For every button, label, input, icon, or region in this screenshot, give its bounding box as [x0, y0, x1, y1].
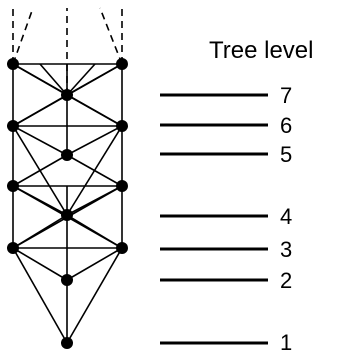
tree-node: [61, 337, 73, 349]
tree-edge: [66, 125, 123, 216]
tree-node: [61, 149, 73, 161]
tree-edge: [39, 63, 68, 96]
dashed-edge: [12, 7, 34, 65]
tree-edge: [66, 125, 123, 156]
tree-node: [116, 242, 128, 254]
tree-edge: [66, 247, 123, 281]
level-label-7: 7: [280, 83, 292, 108]
level-label-1: 1: [280, 330, 292, 351]
tree-node: [7, 120, 19, 132]
tree-edges: [12, 63, 123, 344]
tree-node: [116, 120, 128, 132]
tree-edge: [66, 63, 96, 96]
tree-edge: [66, 247, 123, 344]
tree-node: [7, 242, 19, 254]
tree-node: [116, 180, 128, 192]
level-label-6: 6: [280, 113, 292, 138]
tree-nodes: [7, 58, 128, 349]
tree-node: [116, 58, 128, 70]
dashed-edge: [99, 7, 123, 65]
level-label-4: 4: [280, 204, 292, 229]
tree-node: [61, 209, 73, 221]
tree-node: [7, 180, 19, 192]
tree-node: [61, 274, 73, 286]
tree-node: [7, 58, 19, 70]
tree-edge: [12, 125, 68, 156]
legend-title: Tree level: [209, 37, 313, 64]
level-label-5: 5: [280, 142, 292, 167]
tree-edge: [12, 125, 68, 216]
tree-edge: [12, 247, 68, 344]
level-label-3: 3: [280, 237, 292, 262]
level-label-2: 2: [280, 268, 292, 293]
tree-edge: [12, 247, 68, 281]
level-markers: [160, 93, 268, 345]
level-labels: 7 6 5 4 3 2 1: [280, 83, 292, 351]
tree-node: [61, 89, 73, 101]
